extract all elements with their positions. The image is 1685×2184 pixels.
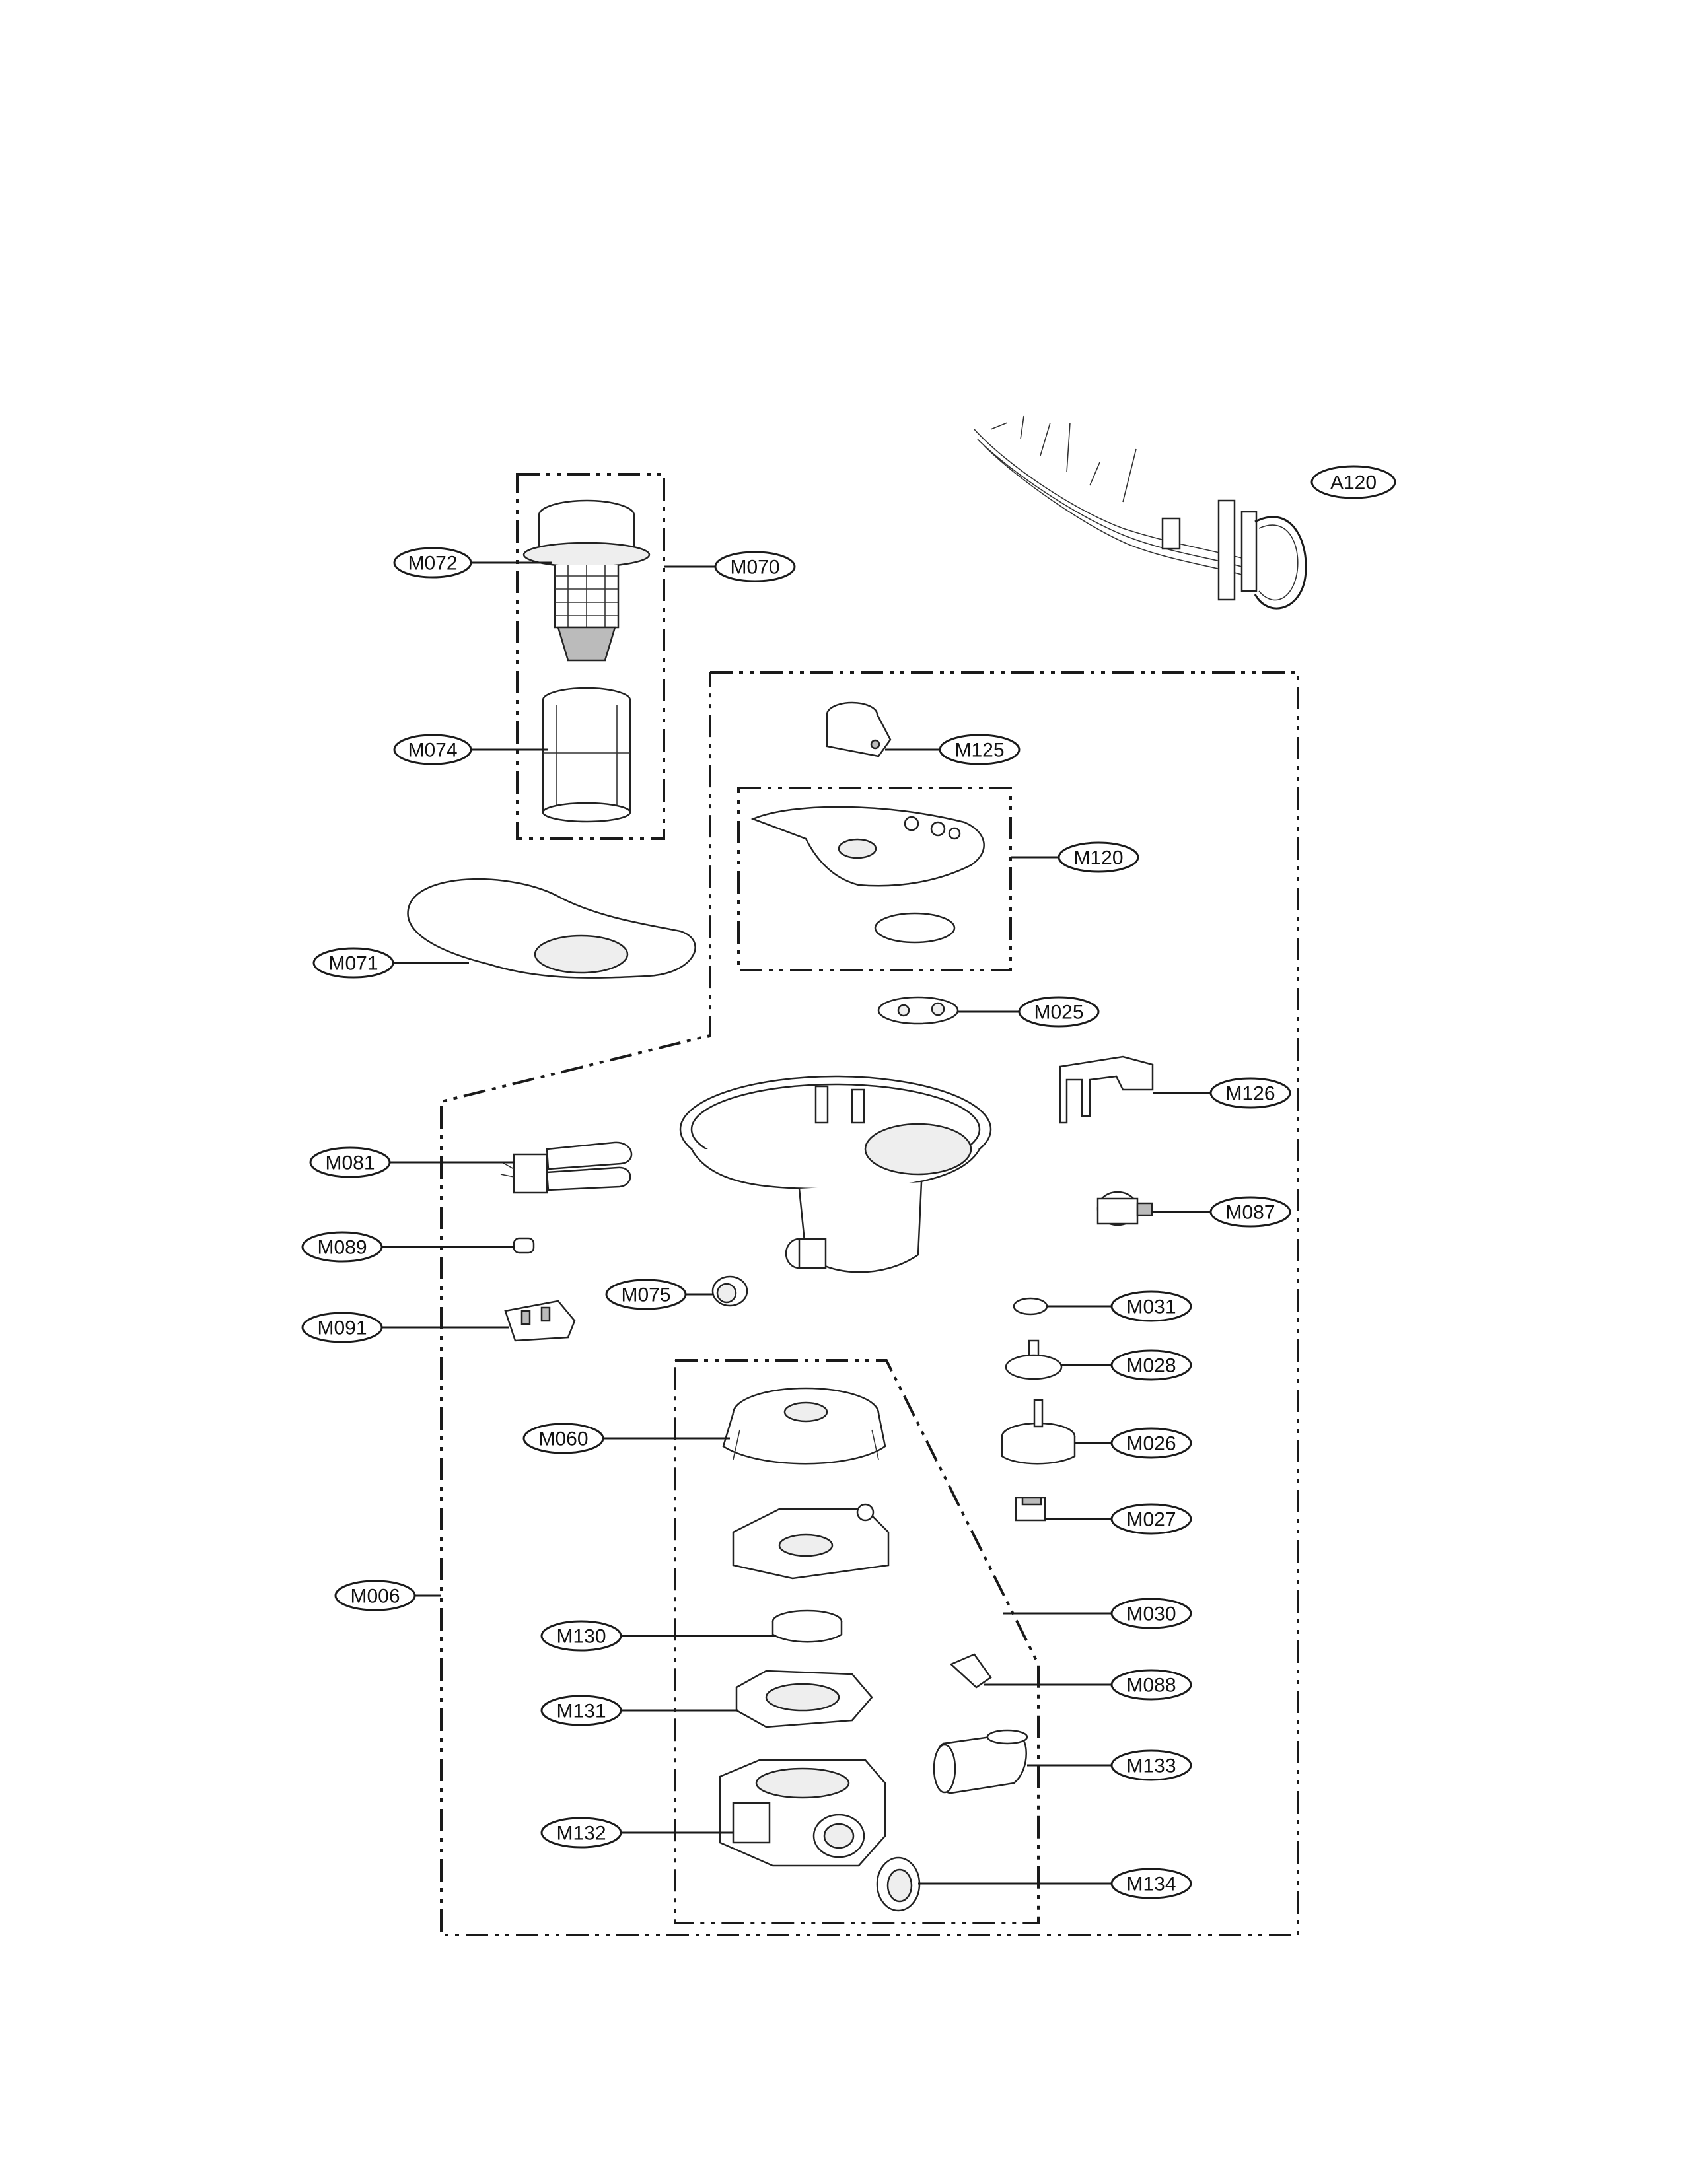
callout-m081[interactable]: M081 [309, 1146, 391, 1178]
disposer-blade-part [750, 806, 985, 944]
callout-m125[interactable]: M125 [939, 734, 1021, 765]
diverter-motor-part [1001, 1399, 1076, 1465]
callout-m031[interactable]: M031 [1110, 1290, 1192, 1322]
sump-assembly-boundary [440, 671, 1299, 1936]
callout-m131[interactable]: M131 [540, 1695, 622, 1726]
o-ring-part [1013, 1297, 1048, 1316]
callout-m030[interactable]: M030 [1110, 1598, 1192, 1629]
callout-m027[interactable]: M027 [1110, 1503, 1192, 1535]
callout-m070-label: M070 [730, 557, 779, 579]
fine-filter-part [542, 687, 631, 823]
callout-m089[interactable]: M089 [301, 1231, 383, 1263]
callout-m132-label: M132 [556, 1823, 606, 1845]
check-valve-part [711, 1275, 748, 1307]
callout-m081-label: M081 [325, 1152, 375, 1174]
sump-body-part [679, 1075, 992, 1273]
callout-m028[interactable]: M028 [1110, 1349, 1192, 1381]
bracket-part [1059, 1055, 1154, 1124]
callout-m087-label: M087 [1225, 1202, 1275, 1224]
pump-assembly-boundary [674, 1359, 1040, 1924]
motor-part [722, 1387, 886, 1465]
callout-m134-label: M134 [1126, 1874, 1176, 1895]
callout-labels: A120 M070 M072 M074 M071 M125 M120 M025 … [301, 465, 1396, 1899]
callout-m027-label: M027 [1126, 1509, 1176, 1531]
callout-m025-label: M025 [1034, 1002, 1083, 1024]
diverter-switch-part [1015, 1497, 1046, 1522]
callout-m026-label: M026 [1126, 1433, 1176, 1455]
callout-m125-label: M125 [954, 740, 1004, 761]
callout-m132[interactable]: M132 [540, 1817, 622, 1849]
callout-m091[interactable]: M091 [301, 1312, 383, 1343]
seal-ring-part [876, 1856, 921, 1912]
callout-m126[interactable]: M126 [1209, 1077, 1291, 1109]
pump-gasket-part [735, 1670, 873, 1728]
motor-base-part [732, 1503, 890, 1580]
callout-m091-label: M091 [317, 1318, 367, 1339]
callout-m031-label: M031 [1126, 1296, 1176, 1318]
callout-m074-label: M074 [408, 740, 457, 761]
callout-m030-label: M030 [1126, 1603, 1176, 1625]
impeller-part [771, 1609, 843, 1643]
callout-m071-label: M071 [328, 953, 378, 975]
small-grommet-part [513, 1237, 535, 1254]
callout-a120[interactable]: A120 [1310, 465, 1396, 499]
duct-cap-part [826, 701, 892, 757]
filter-cover-part [407, 878, 696, 979]
parts [407, 415, 1307, 1912]
callout-m133-label: M133 [1126, 1755, 1176, 1777]
callout-m025[interactable]: M025 [1018, 996, 1100, 1028]
hose-clamp-part [949, 1653, 992, 1689]
callout-m087[interactable]: M087 [1209, 1196, 1291, 1228]
callout-m026[interactable]: M026 [1110, 1427, 1192, 1459]
pressure-sensor-part [1005, 1339, 1063, 1380]
callout-m075[interactable]: M075 [605, 1279, 687, 1310]
pump-housing-part [719, 1759, 886, 1867]
callout-m120[interactable]: M120 [1058, 841, 1139, 873]
callout-m060-label: M060 [538, 1428, 588, 1450]
callout-m130-label: M130 [556, 1626, 606, 1648]
callout-m028-label: M028 [1126, 1355, 1176, 1377]
callout-m088[interactable]: M088 [1110, 1669, 1192, 1701]
callout-m070[interactable]: M070 [714, 551, 796, 582]
callout-m131-label: M131 [556, 1701, 606, 1722]
callout-m072-label: M072 [408, 553, 457, 575]
coarse-filter-part [522, 499, 651, 662]
filter-assembly-boundary [516, 473, 665, 840]
callout-m006[interactable]: M006 [334, 1580, 416, 1611]
group-boundaries [440, 473, 1299, 1936]
connector-housing-part [504, 1300, 576, 1342]
sump-plate-part [877, 996, 959, 1025]
wire-harness-part [974, 415, 1307, 610]
elbow-hose-part [933, 1729, 1028, 1794]
heater-part [500, 1141, 633, 1194]
sensor-part [1096, 1191, 1153, 1226]
callout-m133[interactable]: M133 [1110, 1749, 1192, 1781]
callout-m060[interactable]: M060 [522, 1423, 604, 1454]
callout-m120-label: M120 [1073, 847, 1123, 869]
callout-m071[interactable]: M071 [312, 947, 394, 979]
callout-m072[interactable]: M072 [393, 547, 472, 579]
callout-m074[interactable]: M074 [393, 734, 472, 765]
leader-lines [382, 561, 1211, 1885]
callout-m006-label: M006 [350, 1586, 400, 1607]
callout-m134[interactable]: M134 [1110, 1868, 1192, 1899]
callout-a120-label: A120 [1330, 472, 1377, 494]
callout-m089-label: M089 [317, 1237, 367, 1259]
callout-m075-label: M075 [621, 1285, 670, 1306]
callout-m088-label: M088 [1126, 1675, 1176, 1697]
callout-m130[interactable]: M130 [540, 1620, 622, 1652]
callout-m126-label: M126 [1225, 1083, 1275, 1105]
disposer-assembly-boundary [737, 787, 1012, 971]
